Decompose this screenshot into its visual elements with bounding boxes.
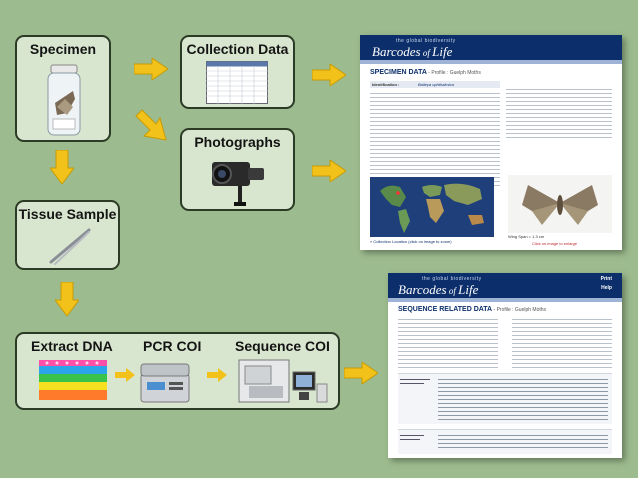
sequence-data-suffix: - Profile : Guelph Moths xyxy=(492,307,547,313)
collection-data-box: Collection Data xyxy=(180,35,295,109)
specimen-data-heading: SPECIMEN DATA - Profile : Guelph Moths xyxy=(370,69,481,76)
right-arrow-icon xyxy=(115,368,135,382)
enlarge-link[interactable]: Click on image to enlarge xyxy=(532,241,578,246)
bol-header: the global biodiversity Barcodes of Life xyxy=(360,35,622,60)
bol-header: the global biodiversity Barcodes of Life… xyxy=(388,273,622,298)
identification-row: Identification : Baileya ophthalmica xyxy=(370,81,500,88)
extract-dna-title: Extract DNA xyxy=(31,338,113,354)
specimen-title: Specimen xyxy=(29,41,97,57)
forceps-icon xyxy=(49,228,91,265)
map-caption[interactable]: » Collection Location (click on image to… xyxy=(370,239,452,244)
bol-logo: Barcodes of Life xyxy=(372,44,452,60)
specimen-jar-icon xyxy=(47,64,81,136)
sequence-coi-title: Sequence COI xyxy=(235,338,330,354)
sequencer-icon xyxy=(238,359,328,403)
sequence-data-heading: SEQUENCE RELATED DATA - Profile : Guelph… xyxy=(398,306,546,313)
specimen-fields-left xyxy=(370,93,500,189)
right-arrow-icon xyxy=(207,368,227,382)
world-map[interactable] xyxy=(370,177,494,237)
arrow-specimen-to-collection xyxy=(134,58,168,80)
moth-photo[interactable] xyxy=(508,175,612,233)
sequence-data-label: SEQUENCE RELATED DATA xyxy=(398,306,493,313)
dna-workflow-box: Extract DNA PCR COI Sequence COI xyxy=(15,332,340,410)
bol-header-strip xyxy=(360,60,622,64)
tube-rack-icon xyxy=(39,360,107,400)
photographs-title: Photographs xyxy=(194,134,281,150)
pcr-machine-icon xyxy=(140,363,190,403)
bol-logo: Barcodes of Life xyxy=(398,282,478,298)
arrow-specimen-to-photographs xyxy=(135,109,167,141)
bol-header-sub: the global biodiversity xyxy=(422,276,482,282)
specimen-data-label: SPECIMEN DATA xyxy=(370,69,427,76)
arrow-dna-to-sequence-page xyxy=(344,362,378,384)
bol-logo-barcodes: Barcodes xyxy=(372,44,421,59)
bol-logo-life: Life xyxy=(458,282,479,297)
help-link[interactable]: Help xyxy=(601,285,612,291)
arrow-tissue-to-dna xyxy=(55,282,79,316)
photographs-box: Photographs xyxy=(180,128,295,211)
bol-sequence-page: the global biodiversity Barcodes of Life… xyxy=(388,273,622,458)
bol-logo-life: Life xyxy=(432,44,453,59)
specimen-box: Specimen xyxy=(15,35,111,142)
wing-span-caption: Wing Span = 1.3 cm xyxy=(508,234,545,239)
collection-data-title: Collection Data xyxy=(186,41,289,57)
identification-label: Identification : xyxy=(372,82,400,87)
arrow-specimen-to-tissue xyxy=(50,150,74,184)
amino-acid-block xyxy=(398,429,612,454)
bol-specimen-page: the global biodiversity Barcodes of Life… xyxy=(360,35,622,250)
specimen-data-suffix: - Profile : Guelph Moths xyxy=(426,70,481,76)
pcr-coi-title: PCR COI xyxy=(143,338,202,354)
sequence-fields-right xyxy=(512,319,612,371)
nucleotide-sequence-block xyxy=(398,373,612,424)
identification-value: Baileya ophthalmica xyxy=(418,82,454,87)
print-link[interactable]: Print xyxy=(600,276,612,282)
bol-logo-of: of xyxy=(420,48,433,58)
bol-logo-of: of xyxy=(446,286,459,296)
camera-icon xyxy=(212,162,264,206)
sequence-fields-left xyxy=(398,319,498,371)
tissue-sample-title: Tissue Sample xyxy=(18,206,117,222)
tissue-sample-box: Tissue Sample xyxy=(15,200,120,270)
bol-logo-barcodes: Barcodes xyxy=(398,282,447,297)
specimen-fields-right xyxy=(506,89,612,141)
bol-header-strip xyxy=(388,298,622,302)
arrow-photographs-to-bol xyxy=(312,160,346,182)
arrow-collection-to-bol xyxy=(312,64,346,86)
bol-header-sub: the global biodiversity xyxy=(396,38,456,44)
spreadsheet-icon xyxy=(206,61,268,104)
